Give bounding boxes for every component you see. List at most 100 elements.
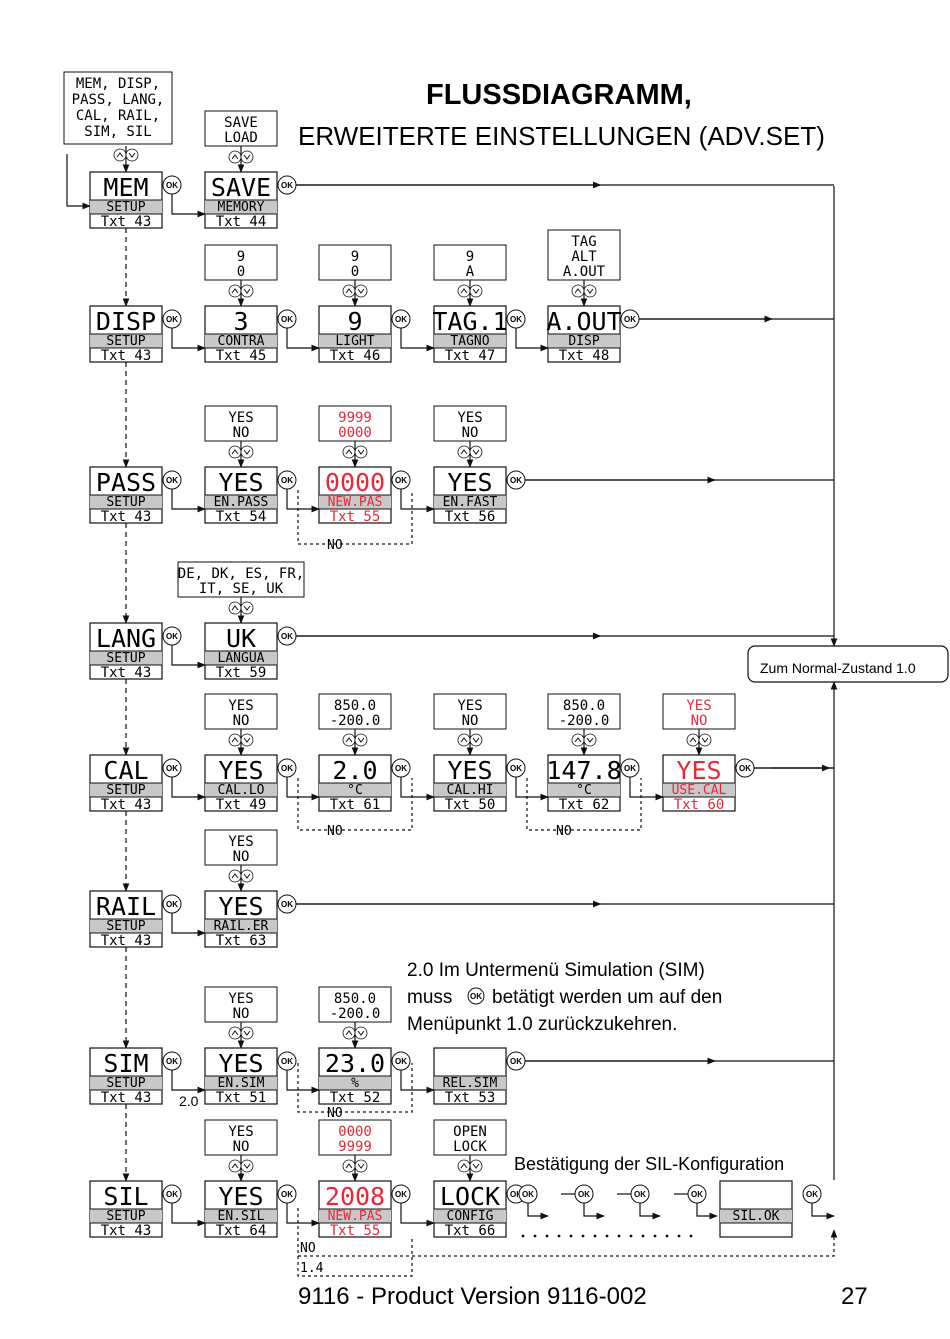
option-value: LOCK xyxy=(453,1139,487,1155)
menu-options-box: MEM, DISP,PASS, LANG,CAL, RAIL,SIM, SIL xyxy=(63,71,173,145)
svg-text:OK: OK xyxy=(166,1057,178,1066)
lcd-value: MEM xyxy=(103,173,148,202)
lcd-help-text: Txt 63 xyxy=(216,933,267,949)
svg-text:OK: OK xyxy=(281,632,293,641)
svg-text:OK: OK xyxy=(578,1190,590,1199)
lcd-help-text: Txt 55 xyxy=(330,1223,381,1239)
option-value: YES xyxy=(228,1124,253,1140)
ok-button-icon: OK xyxy=(802,1184,822,1204)
lcd-value: YES xyxy=(676,756,721,785)
ok-button-icon: OK xyxy=(391,758,411,778)
option-value: 850.0 xyxy=(334,991,376,1007)
option-value: LOAD xyxy=(224,130,258,146)
lcd-sub-band xyxy=(205,334,277,348)
lcd-help-text: Txt 43 xyxy=(101,214,152,230)
lcd-submenu: SETUP xyxy=(106,1209,145,1224)
options-box: 9A xyxy=(433,244,507,281)
lcd-sub-band xyxy=(434,334,506,348)
ok-button-icon: OK xyxy=(506,470,526,490)
lcd-help-text: Txt 60 xyxy=(674,797,725,813)
ok-button-icon: OK xyxy=(277,1051,297,1071)
lcd-submenu: SETUP xyxy=(106,495,145,510)
option-value: A xyxy=(466,264,475,280)
connector xyxy=(527,1203,549,1220)
ok-button-icon: OK xyxy=(162,1184,182,1204)
lcd-value: UK xyxy=(226,624,256,653)
menu-nodes: MEM, DISP,PASS, LANG,CAL, RAIL,SIM, SIL M… xyxy=(63,71,822,1276)
lcd-value: YES xyxy=(218,1182,263,1211)
connector xyxy=(171,913,206,937)
lcd-help-text: Txt 59 xyxy=(216,665,267,681)
lcd-submenu: REL.SIM xyxy=(443,1076,498,1091)
lcd-sub-band xyxy=(319,1209,391,1223)
setting--[interactable]: 23.0%Txt 52 xyxy=(318,1047,392,1106)
lcd-sub-band xyxy=(90,1209,162,1223)
ok-button-icon: OK xyxy=(277,894,297,914)
lcd-help-text: Txt 43 xyxy=(101,665,152,681)
lcd-value: 3 xyxy=(233,307,248,336)
lcd-sub-band xyxy=(548,334,620,348)
svg-text:OK: OK xyxy=(281,1190,293,1199)
sil-return-label: 1.4 xyxy=(300,1261,324,1276)
lcd-sub-band xyxy=(319,783,391,797)
option-value: NO xyxy=(233,1006,250,1022)
up-down-arrows-icon xyxy=(342,445,368,459)
up-down-arrows-icon xyxy=(342,1159,368,1173)
up-down-arrows-icon xyxy=(228,733,254,747)
connector xyxy=(811,1203,835,1220)
ok-button-icon: OK xyxy=(277,626,297,646)
lcd-value: PASS xyxy=(96,468,156,497)
option-value: YES xyxy=(228,410,253,426)
setting-sil-ok[interactable]: SIL.OK xyxy=(719,1180,793,1238)
ok-button-icon: OK xyxy=(162,626,182,646)
lcd-submenu: % xyxy=(351,1076,359,1091)
ok-button-icon: OK xyxy=(506,758,526,778)
connector xyxy=(400,328,435,352)
lcd-value: 2008 xyxy=(325,1182,385,1211)
connector xyxy=(629,777,664,801)
option-value: 0 xyxy=(237,264,245,280)
ok-button-icon: OK xyxy=(162,758,182,778)
exit-label: Zum Normal-Zustand 1.0 xyxy=(760,660,916,676)
lcd-value: YES xyxy=(218,1049,263,1078)
ok-button-icon: OK xyxy=(391,309,411,329)
option-value: 0 xyxy=(351,264,359,280)
ok-button-icon: OK xyxy=(620,309,640,329)
connector xyxy=(639,1203,661,1220)
lcd-help-text: Txt 43 xyxy=(101,509,152,525)
connector xyxy=(286,1203,320,1227)
no-path-label: NO xyxy=(327,824,343,839)
no-path-label: NO xyxy=(556,824,572,839)
svg-text:OK: OK xyxy=(510,1190,522,1199)
page-subtitle: ERWEITERTE EINSTELLUNGEN (ADV.SET) xyxy=(298,121,825,151)
